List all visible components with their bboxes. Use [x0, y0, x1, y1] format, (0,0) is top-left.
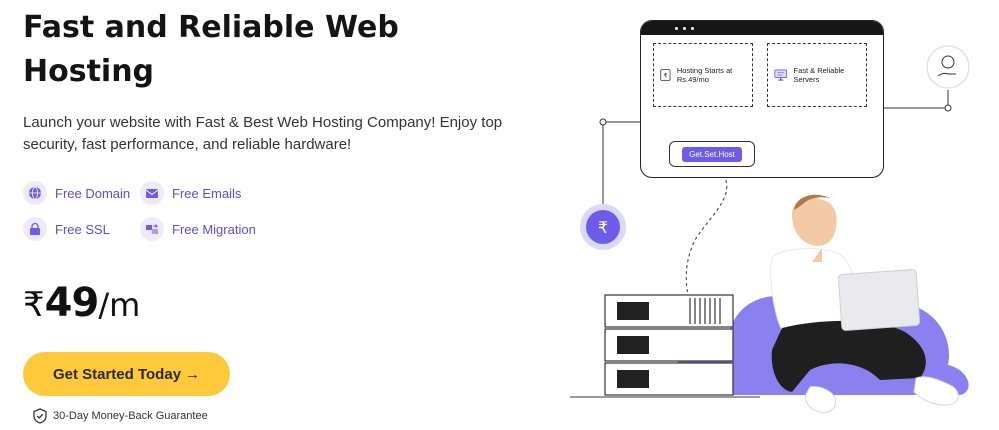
pricing-panel: ₹ Hosting Starts at Rs.49/mo — [653, 43, 753, 107]
connector-node — [944, 104, 952, 112]
server-stack-icon — [570, 294, 760, 398]
shield-check-icon — [33, 408, 47, 424]
get-started-button[interactable]: Get Started Today → — [23, 352, 230, 396]
price-period: /m — [98, 286, 141, 324]
feature-free-migration: Free Migration — [140, 216, 256, 242]
servers-panel-text: Fast & Reliable Servers — [793, 66, 845, 84]
feature-label: Free Emails — [172, 185, 242, 201]
arrow-right-icon: → — [185, 365, 201, 383]
feature-label: Free Domain — [55, 185, 131, 201]
get-started-label: Get Started Today — [52, 365, 182, 383]
window-dot-icon — [683, 26, 686, 30]
feature-free-emails: Free Emails — [140, 180, 241, 206]
svg-text:₹: ₹ — [663, 72, 667, 79]
get-set-host-label: Get.Set.Host — [682, 146, 742, 162]
illustration-canvas — [570, 45, 970, 413]
person-with-laptop-image — [770, 194, 959, 413]
price-currency: ₹ — [23, 285, 45, 325]
servers-panel: Fast & Reliable Servers — [767, 43, 867, 107]
dotted-path — [685, 165, 728, 296]
envelope-icon — [140, 181, 164, 205]
server-monitor-icon — [774, 69, 788, 81]
browser-window: ₹ Hosting Starts at Rs.49/mo Fast & Reli… — [640, 20, 884, 178]
globe-badge-icon — [23, 181, 47, 205]
price-amount: 49 — [44, 280, 100, 326]
money-hand-icon — [926, 45, 970, 89]
hero-description: Launch your website with Fast & Best Web… — [23, 114, 503, 153]
migration-icon — [140, 217, 164, 241]
rupee-coin-icon — [586, 210, 620, 244]
window-dot-icon — [691, 26, 694, 30]
pricing-panel-text: Hosting Starts at Rs.49/mo — [676, 66, 733, 84]
rupee-symbol: ₹ — [597, 217, 609, 237]
get-set-host-badge: Get.Set.Host — [669, 141, 755, 167]
connector-node — [599, 118, 607, 126]
feature-free-domain: Free Domain — [23, 180, 130, 206]
feature-label: Free Migration — [172, 221, 256, 237]
hosting-illustration: ₹ Hosting Starts at Rs.49/mo Fast & Reli… — [560, 0, 999, 430]
price-display: ₹ 49 /m — [23, 280, 140, 330]
money-back-guarantee: 30-Day Money-Back Guarantee — [33, 408, 208, 424]
guarantee-label: 30-Day Money-Back Guarantee — [53, 410, 208, 422]
browser-titlebar — [641, 21, 883, 35]
feature-label: Free SSL — [55, 221, 110, 237]
ssl-lock-icon — [23, 217, 47, 241]
hero-title: Fast and Reliable Web Hosting — [23, 10, 399, 89]
rupee-receipt-icon: ₹ — [660, 69, 671, 81]
window-dot-icon — [675, 26, 678, 30]
feature-free-ssl: Free SSL — [23, 216, 110, 242]
